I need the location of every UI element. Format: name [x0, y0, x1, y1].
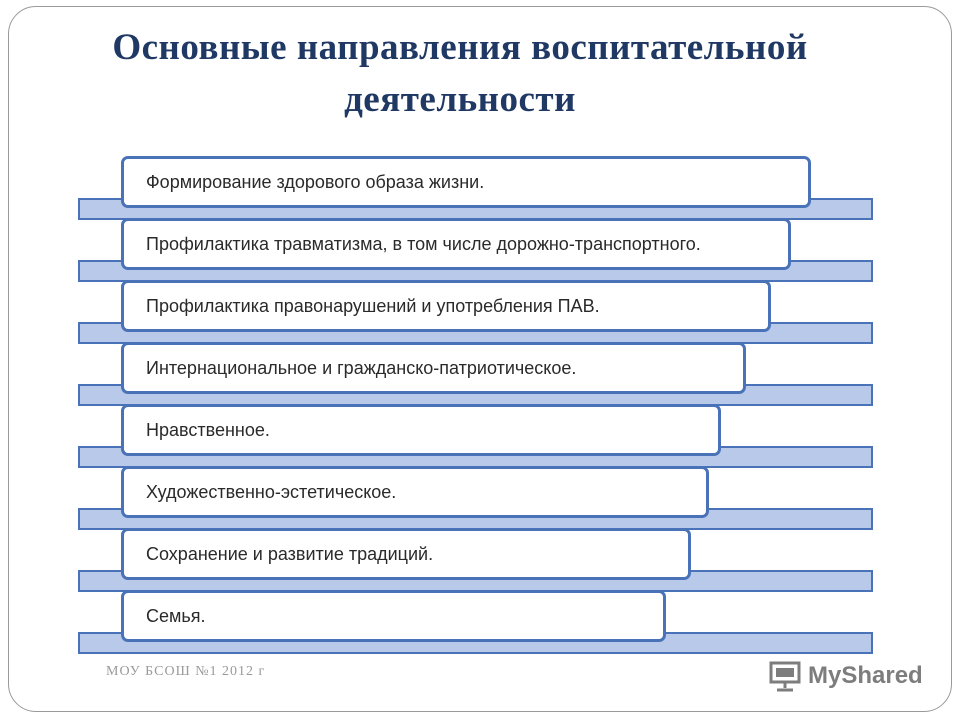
list-item: Семья. — [121, 590, 666, 642]
list-item: Нравственное. — [121, 404, 721, 456]
logo-text: MyShared — [808, 662, 923, 689]
footer-text: МОУ БСОШ №1 2012 г — [106, 664, 266, 679]
directions-list: Формирование здорового образа жизни. Проф… — [78, 156, 878, 654]
list-item: Сохранение и развитие традиций. — [121, 528, 691, 580]
list-item: Профилактика травматизма, в том числе до… — [121, 218, 791, 270]
presentation-board-icon — [769, 661, 801, 692]
slide-title: Основные направления воспитательной деят… — [112, 27, 808, 120]
list-item: Формирование здорового образа жизни. — [121, 156, 811, 208]
myshared-logo[interactable]: MyShared — [768, 656, 923, 696]
list-item: Художественно-эстетическое. — [121, 466, 709, 518]
list-item: Интернациональное и гражданско-патриотич… — [121, 342, 746, 394]
list-item: Профилактика правонарушений и употреблен… — [121, 280, 771, 332]
